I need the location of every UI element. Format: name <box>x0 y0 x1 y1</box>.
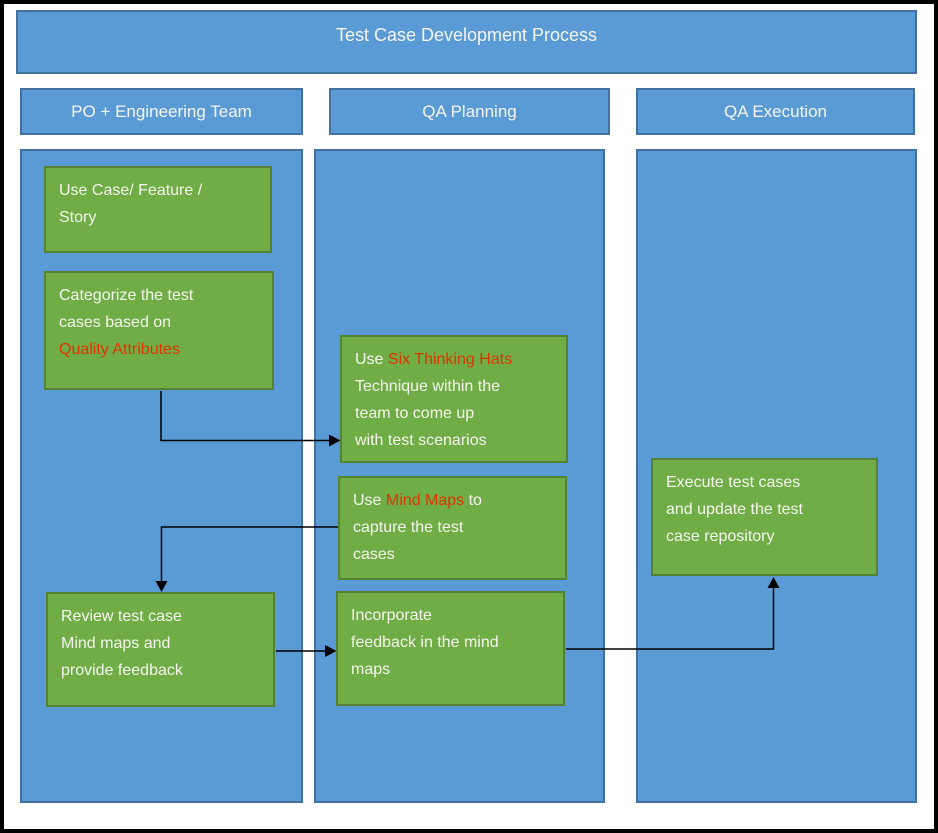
node-incorporate-feedback: Incorporate feedback in the mind maps <box>336 591 565 706</box>
node-use-case-feature-story: Use Case/ Feature / Story <box>44 166 272 253</box>
node-categorize-test-cases: Categorize the test cases based on Quali… <box>44 271 274 390</box>
node-six-thinking-hats: Use Six Thinking Hats Technique within t… <box>340 335 568 463</box>
node-review-mind-maps: Review test case Mind maps and provide f… <box>46 592 275 707</box>
lane-header-qa-execution: QA Execution <box>636 88 915 135</box>
lane-header-qa-planning: QA Planning <box>329 88 610 135</box>
node-execute-test-cases: Execute test cases and update the test c… <box>651 458 878 576</box>
node-mind-maps-capture: Use Mind Maps to capture the test cases <box>338 476 567 580</box>
lane-header-po-engineering-team: PO + Engineering Team <box>20 88 303 135</box>
diagram-title: Test Case Development Process <box>16 10 917 74</box>
